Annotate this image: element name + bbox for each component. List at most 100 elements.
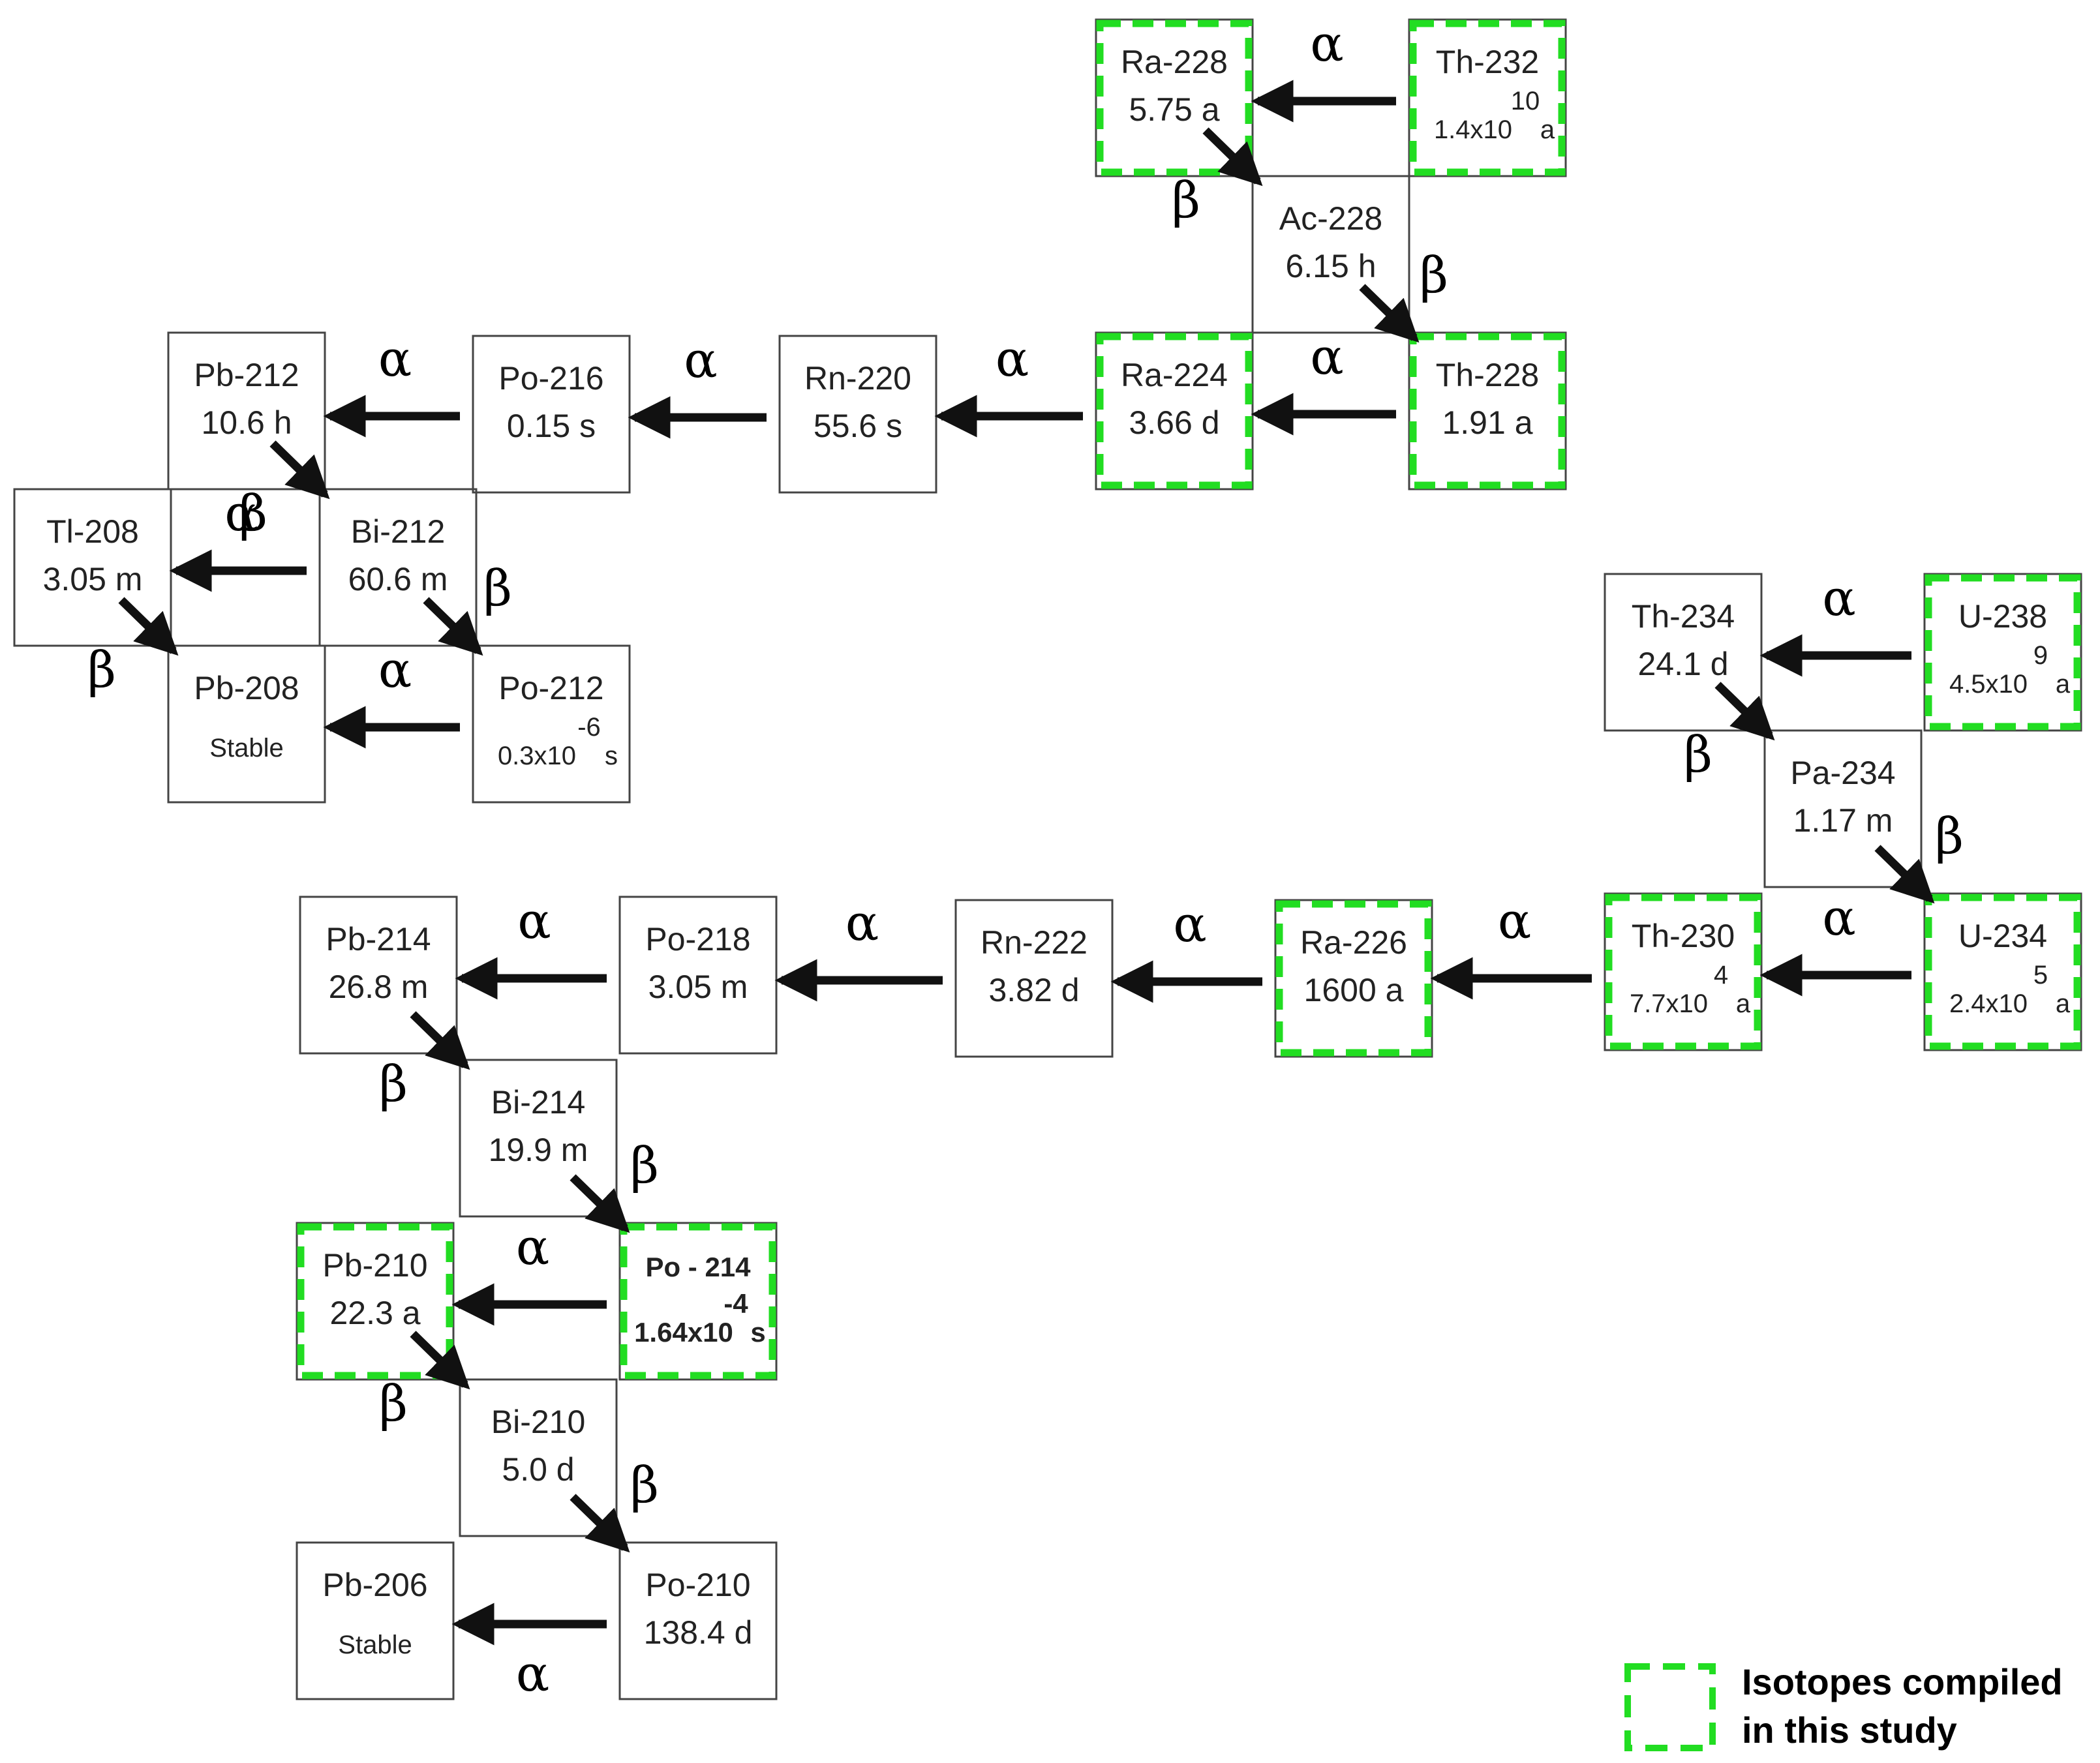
half-life-exponent: 10 bbox=[1511, 87, 1540, 115]
alpha-label: α bbox=[516, 1644, 549, 1702]
isotope-box-ac-228 bbox=[1251, 175, 1410, 334]
isotope-name: Ra-228 bbox=[1121, 44, 1228, 80]
decay-pb-212-to-bi-212 bbox=[269, 440, 330, 500]
half-life-exponent: -6 bbox=[577, 713, 601, 742]
isotope-box-po-212 bbox=[472, 644, 631, 804]
half-life-value: 7.7x10 bbox=[1630, 989, 1708, 1018]
alpha-label: α bbox=[378, 329, 412, 387]
alpha-label: α bbox=[996, 329, 1029, 387]
half-life-unit: a bbox=[2056, 989, 2071, 1018]
isotope-po-210: Po-210 138.4 d bbox=[618, 1541, 778, 1700]
alpha-label: α bbox=[1310, 14, 1343, 72]
compiled-marker-pb-210 bbox=[297, 1223, 453, 1379]
half-life-exponent: 9 bbox=[2033, 641, 2048, 670]
isotope-box-th-232 bbox=[1408, 18, 1567, 177]
half-life-value: 24.1 d bbox=[1637, 646, 1728, 682]
decay-arrows bbox=[118, 80, 1935, 1646]
compiled-marker-po-214 bbox=[620, 1223, 776, 1379]
decay-ra-228-to-ac-228 bbox=[1202, 127, 1263, 187]
decay-arrow bbox=[118, 597, 179, 656]
half-life-value: 1.64x10 bbox=[634, 1317, 733, 1348]
decay-ac-228-to-th-228 bbox=[1359, 284, 1420, 343]
beta-label: β bbox=[630, 1456, 659, 1514]
beta-label: β bbox=[630, 1136, 659, 1194]
compiled-marker-ra-224 bbox=[1096, 333, 1253, 489]
half-life-value: 2.4x10 bbox=[1949, 989, 2028, 1018]
compiled-marker-th-228 bbox=[1409, 333, 1566, 489]
isotope-name: Po - 214 bbox=[645, 1252, 751, 1282]
alpha-label: α bbox=[1822, 569, 1855, 627]
legend-label-line2: in this study bbox=[1742, 1710, 1957, 1751]
decay-arrow bbox=[570, 1174, 630, 1233]
alpha-label: α bbox=[845, 894, 879, 952]
beta-label: β bbox=[1172, 171, 1200, 229]
decay-arrow bbox=[570, 1494, 630, 1553]
isotope-box-bi-212 bbox=[318, 488, 478, 647]
isotope-name: Po-216 bbox=[498, 360, 603, 397]
half-life-value: 1600 a bbox=[1304, 972, 1404, 1008]
alpha-label: α bbox=[684, 331, 717, 389]
isotope-name: Rn-220 bbox=[804, 360, 911, 397]
isotope-box-u-234 bbox=[1923, 892, 2082, 1051]
compiled-marker-u-238 bbox=[1925, 574, 2081, 731]
legend: Isotopes compiled in this study bbox=[1624, 1661, 2063, 1751]
isotope-box-po-210 bbox=[618, 1541, 778, 1700]
beta-label: β bbox=[87, 640, 116, 699]
isotope-name: Th-230 bbox=[1632, 918, 1735, 954]
isotope-box-bi-214 bbox=[459, 1059, 618, 1218]
beta-label: β bbox=[379, 1374, 408, 1432]
decay-arrow bbox=[269, 440, 330, 500]
isotope-name: Pb-214 bbox=[326, 921, 431, 957]
isotope-name: Bi-212 bbox=[351, 513, 446, 550]
isotope-name: Ra-224 bbox=[1121, 357, 1228, 393]
isotope-box-pa-234 bbox=[1763, 729, 1923, 888]
decay-bi-212-to-po-212 bbox=[423, 597, 483, 656]
alpha-label: α bbox=[517, 892, 551, 950]
half-life-value: Stable bbox=[209, 734, 283, 762]
beta-label: β bbox=[483, 559, 512, 617]
isotope-name: U-238 bbox=[1958, 598, 2047, 635]
half-life-value: 3.05 m bbox=[43, 561, 143, 597]
isotope-name: Tl-208 bbox=[46, 513, 139, 550]
isotope-name: Pa-234 bbox=[1790, 755, 1895, 791]
half-life-value: 138.4 d bbox=[644, 1614, 753, 1651]
half-life-value: 60.6 m bbox=[348, 561, 448, 597]
isotope-name: Th-234 bbox=[1632, 598, 1735, 635]
alpha-label: α bbox=[1498, 892, 1531, 950]
decay-pa-234-to-u-234 bbox=[1874, 845, 1935, 904]
beta-label: β bbox=[1935, 807, 1964, 865]
isotope-box-pb-208 bbox=[167, 644, 326, 804]
beta-label: β bbox=[379, 1055, 408, 1113]
isotope-name: Bi-214 bbox=[491, 1084, 586, 1121]
decay-arrow bbox=[1202, 127, 1263, 187]
alpha-label: α bbox=[1310, 327, 1343, 385]
beta-label: β bbox=[1684, 725, 1712, 783]
decay-arrow bbox=[1714, 682, 1775, 741]
half-life-value: 5.0 d bbox=[502, 1451, 574, 1488]
isotope-name: Rn-222 bbox=[981, 924, 1088, 961]
isotope-name: Pb-212 bbox=[194, 357, 299, 393]
half-life-unit: a bbox=[1540, 115, 1555, 144]
half-life-unit: s bbox=[605, 742, 618, 770]
isotope-box-pb-206 bbox=[296, 1541, 455, 1700]
half-life-value: 0.3x10 bbox=[498, 742, 576, 770]
alpha-label: α bbox=[516, 1218, 549, 1276]
compiled-marker-u-234 bbox=[1925, 894, 2081, 1050]
isotope-name: Po-210 bbox=[645, 1567, 750, 1603]
legend-label-line1: Isotopes compiled bbox=[1742, 1661, 2063, 1702]
